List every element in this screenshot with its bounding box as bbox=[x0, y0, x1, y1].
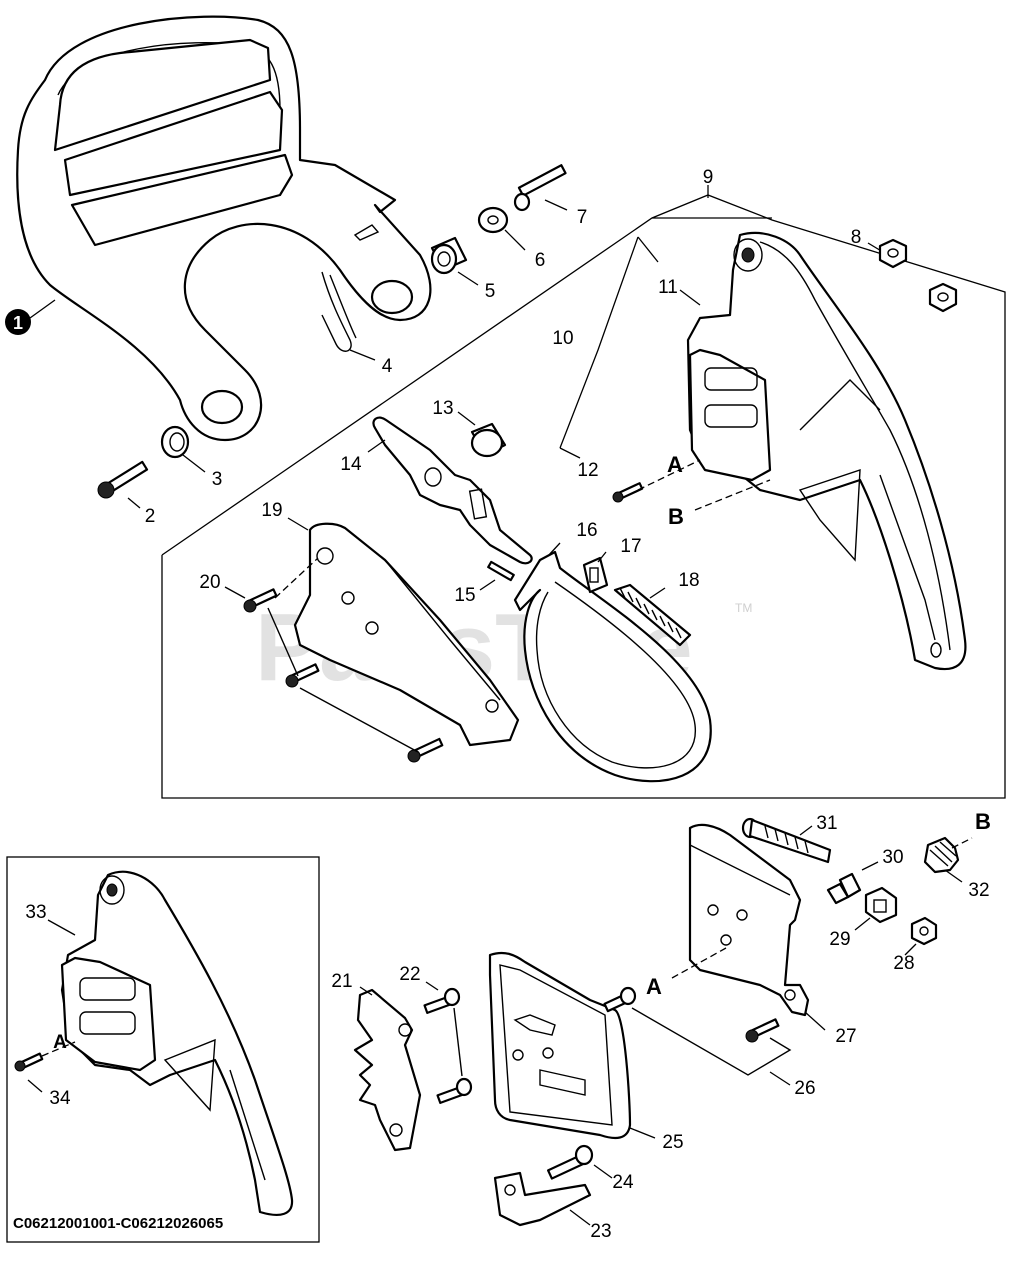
lever-14 bbox=[372, 416, 533, 565]
spring-4 bbox=[321, 271, 357, 352]
callout-29: 29 bbox=[829, 929, 850, 950]
callout-8: 8 bbox=[851, 227, 862, 248]
callout-6: 6 bbox=[535, 250, 546, 271]
spring-18 bbox=[613, 583, 692, 647]
callout-3: 3 bbox=[212, 469, 223, 490]
ref-marker-b-bottom: B bbox=[975, 809, 991, 834]
ref-marker-a-inset: A bbox=[53, 1032, 67, 1053]
callout-33: 33 bbox=[25, 902, 46, 923]
callout-10: 10 bbox=[552, 328, 573, 349]
callout-23: 23 bbox=[590, 1221, 611, 1242]
brake-band-16 bbox=[513, 550, 712, 783]
callout-20: 20 bbox=[199, 572, 220, 593]
callout-34: 34 bbox=[49, 1088, 71, 1109]
bracket-10 bbox=[559, 236, 701, 459]
callout-24: 24 bbox=[612, 1172, 634, 1193]
block-17 bbox=[582, 556, 609, 594]
collar-5 bbox=[430, 236, 468, 275]
callout-26: 26 bbox=[794, 1078, 815, 1099]
pin-30 bbox=[826, 861, 879, 905]
callout-27: 27 bbox=[835, 1026, 856, 1047]
callout-5: 5 bbox=[485, 281, 496, 302]
leader-lines-middle bbox=[224, 411, 666, 599]
screw-12 bbox=[612, 482, 644, 503]
bolt-24 bbox=[546, 1144, 613, 1180]
screws-26 bbox=[603, 986, 792, 1086]
sprocket-guard-11 bbox=[686, 231, 967, 671]
nuts-8 bbox=[878, 238, 958, 313]
ref-marker-a: A bbox=[667, 452, 683, 477]
ref-line-a bbox=[637, 459, 701, 491]
nut-block-29 bbox=[854, 886, 898, 931]
callout-25: 25 bbox=[662, 1132, 683, 1153]
callout-17: 17 bbox=[620, 536, 641, 557]
ref-marker-b: B bbox=[668, 504, 684, 529]
callout-16: 16 bbox=[576, 520, 597, 541]
spike-21 bbox=[353, 988, 422, 1152]
callout-19: 19 bbox=[261, 500, 282, 521]
callout-2: 2 bbox=[145, 506, 156, 527]
bolt-7 bbox=[513, 164, 567, 212]
side-plate-25 bbox=[488, 951, 656, 1140]
callout-30: 30 bbox=[882, 847, 903, 868]
bracket-23 bbox=[493, 1171, 592, 1227]
leader-lines-top bbox=[29, 199, 889, 509]
serial-range: C06212001001-C06212026065 bbox=[13, 1215, 223, 1232]
bushing-13 bbox=[470, 422, 507, 458]
callout-12: 12 bbox=[577, 460, 598, 481]
hand-guard bbox=[16, 15, 432, 442]
adjuster-bolt-31 bbox=[741, 817, 832, 864]
callout-7: 7 bbox=[577, 207, 588, 228]
washer-6 bbox=[477, 206, 509, 234]
callout-28: 28 bbox=[893, 953, 914, 974]
callout-32: 32 bbox=[968, 880, 989, 901]
callout-4: 4 bbox=[382, 356, 393, 377]
callout-21: 21 bbox=[331, 971, 352, 992]
bolt-2 bbox=[97, 460, 149, 499]
callout-14: 14 bbox=[340, 454, 362, 475]
collar-3 bbox=[160, 425, 190, 459]
screws-22 bbox=[359, 981, 473, 1104]
ref-line-b bbox=[694, 479, 771, 511]
watermark-tm: TM bbox=[735, 601, 752, 615]
callout-9: 9 bbox=[703, 167, 714, 188]
callout-1: 1 bbox=[13, 313, 23, 333]
ref-marker-a-bottom: A bbox=[646, 974, 662, 999]
callout-15: 15 bbox=[454, 585, 475, 606]
callout-11: 11 bbox=[658, 277, 678, 298]
callout-1-badge bbox=[5, 309, 31, 335]
pin-15 bbox=[487, 560, 515, 582]
callout-18: 18 bbox=[678, 570, 699, 591]
callout-31: 31 bbox=[816, 813, 837, 834]
inset-box bbox=[6, 856, 320, 1243]
screws-20 bbox=[243, 557, 444, 763]
gear-32 bbox=[923, 836, 973, 883]
cover-plate-19 bbox=[293, 522, 520, 747]
guide-plate-27 bbox=[688, 823, 826, 1031]
callout-22: 22 bbox=[399, 964, 420, 985]
nut-28 bbox=[904, 916, 938, 956]
callout-13: 13 bbox=[432, 398, 453, 419]
